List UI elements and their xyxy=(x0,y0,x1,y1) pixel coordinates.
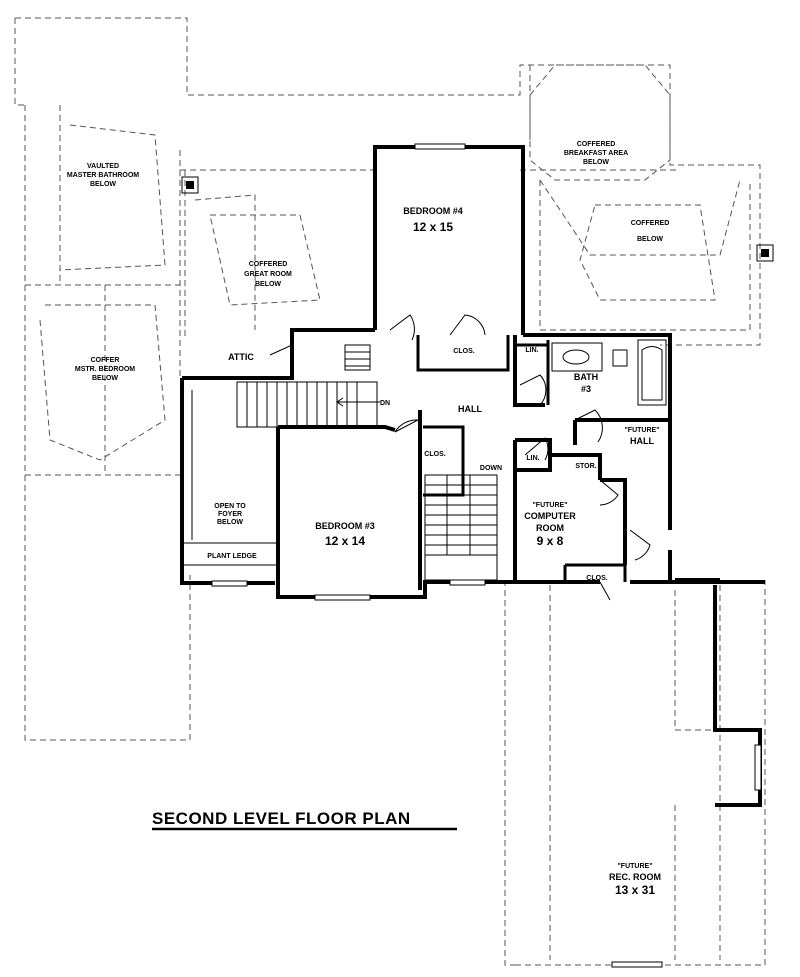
stair-dn-label: DN xyxy=(380,400,390,407)
closet-computer-label: CLOS. xyxy=(586,575,607,582)
breakfast-note-2: BREAKFAST AREA xyxy=(564,150,628,157)
rec-room-tag: "FUTURE" xyxy=(617,863,652,870)
doors xyxy=(389,314,651,601)
vent-icon xyxy=(756,244,774,262)
master-bed-note-1: COFFER xyxy=(91,357,120,364)
walls xyxy=(180,145,765,807)
computer-room-name1: COMPUTER xyxy=(524,511,576,521)
computer-room-tag: "FUTURE" xyxy=(532,502,567,509)
linen-upper-label: LIN. xyxy=(525,347,538,354)
bedroom3-size: 12 x 14 xyxy=(325,534,365,548)
stair-down-label: DOWN xyxy=(480,465,502,472)
future-hall-name: HALL xyxy=(630,436,654,446)
vent-core-icon xyxy=(761,249,769,257)
open-foyer-line1: OPEN TO xyxy=(214,503,246,510)
rec-room-name: REC. ROOM xyxy=(609,872,661,882)
plant-ledge-label: PLANT LEDGE xyxy=(207,553,257,560)
stairs-lower xyxy=(424,474,498,581)
bath3-number: #3 xyxy=(581,384,591,394)
attic-stair xyxy=(269,344,371,371)
lower-level-outline xyxy=(14,17,766,966)
coffered-note-1: COFFERED xyxy=(631,220,670,227)
breakfast-note-3: BELOW xyxy=(583,159,609,166)
rec-room-size: 13 x 31 xyxy=(615,883,655,897)
closet-bedroom4-label: CLOS. xyxy=(453,348,474,355)
vent-core-icon xyxy=(186,181,194,189)
attic-label: ATTIC xyxy=(228,352,254,362)
vent-icon xyxy=(181,176,199,194)
computer-room-name2: ROOM xyxy=(536,523,564,533)
master-bed-note-2: MSTR. BEDROOM xyxy=(75,366,135,373)
plan-title: SECOND LEVEL FLOOR PLAN xyxy=(152,809,411,828)
windows xyxy=(211,143,762,968)
bedroom4-name: BEDROOM #4 xyxy=(403,206,463,216)
bedroom3-name: BEDROOM #3 xyxy=(315,521,375,531)
great-room-note-2: GREAT ROOM xyxy=(244,271,292,278)
master-bed-note-3: BELOW xyxy=(92,375,118,382)
future-hall-tag: "FUTURE" xyxy=(624,427,659,434)
coffered-note-2: BELOW xyxy=(637,236,663,243)
bath3-name: BATH xyxy=(574,372,598,382)
open-foyer-line3: BELOW xyxy=(217,519,243,526)
computer-room-size: 9 x 8 xyxy=(537,534,564,548)
bath-fixtures xyxy=(551,339,667,406)
storage-label: STOR. xyxy=(575,463,596,470)
closet-bedroom3-label: CLOS. xyxy=(424,451,445,458)
hall-label: HALL xyxy=(458,404,482,414)
open-foyer-line2: FOYER xyxy=(218,511,242,518)
great-room-note-1: COFFERED xyxy=(249,261,288,268)
breakfast-note-1: COFFERED xyxy=(577,141,616,148)
master-bath-note-3: BELOW xyxy=(90,181,116,188)
stairs-upper xyxy=(236,381,380,428)
master-bath-note-2: MASTER BATHROOM xyxy=(67,172,139,179)
bedroom4-size: 12 x 15 xyxy=(413,220,453,234)
master-bath-note-1: VAULTED xyxy=(87,163,119,170)
linen-lower-label: LIN. xyxy=(526,455,539,462)
great-room-note-3: BELOW xyxy=(255,281,281,288)
